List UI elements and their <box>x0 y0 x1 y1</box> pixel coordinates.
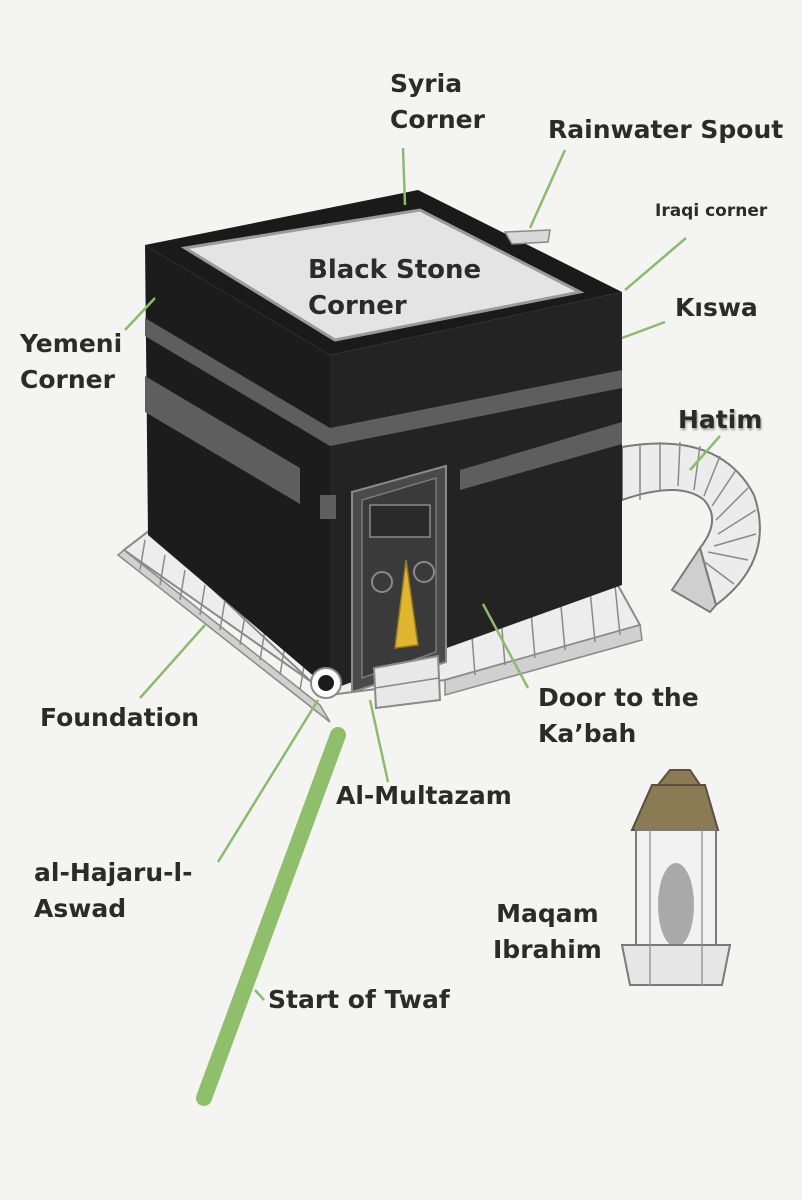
label-yemeni-corner: Yemeni Corner <box>20 326 122 398</box>
label-start-of-twaf: Start of Twaf <box>268 985 450 1014</box>
door-gold-plate <box>394 559 419 649</box>
label-al-multazam: Al-Multazam <box>336 781 512 810</box>
label-door-to-kaabah: Door to the Ka’bah <box>538 680 699 752</box>
leader-foundation <box>139 624 206 699</box>
label-door-line2: Ka’bah <box>538 719 637 748</box>
label-hajar-line1: al-Hajaru-l- <box>34 858 193 887</box>
black-stone <box>310 667 342 699</box>
leader-multazam <box>368 699 390 783</box>
label-syria-corner: Syria Corner <box>390 66 485 138</box>
label-door-line1: Door to the <box>538 683 699 712</box>
label-rainwater-spout: Rainwater Spout <box>548 115 784 144</box>
label-maqam-ibrahim: Maqam Ibrahim <box>493 896 602 968</box>
label-kiswa: Kıswa <box>675 293 758 322</box>
kiswa-band-right-top <box>330 370 622 446</box>
leader-iraqi <box>624 237 687 291</box>
label-hajar-line2: Aswad <box>34 894 127 923</box>
label-syria-corner-line1: Syria <box>390 69 463 98</box>
leader-door <box>481 603 530 689</box>
leader-hatim <box>689 435 721 471</box>
label-black-stone-corner: Black Stone Corner <box>308 252 481 324</box>
label-syria-corner-line2: Corner <box>390 105 485 134</box>
label-hatim: Hatim <box>678 405 763 434</box>
twaf-path <box>196 727 346 1106</box>
kiswa-band-left-lower <box>145 376 300 504</box>
hatim-wall <box>621 441 761 614</box>
kaaba-door <box>351 464 447 710</box>
maqam-ibrahim <box>620 769 732 986</box>
label-black-stone-corner-line2: Corner <box>308 291 407 321</box>
leader-kiswa <box>621 320 666 340</box>
label-foundation: Foundation <box>40 703 200 732</box>
label-yemeni-corner-line2: Corner <box>20 365 115 394</box>
leader-yemeni <box>124 297 156 331</box>
label-maqam-line2: Ibrahim <box>493 935 602 964</box>
door-steps <box>372 654 442 710</box>
kiswa-band-left-top <box>145 318 330 446</box>
leader-rainwater <box>528 149 567 229</box>
label-al-hajaru-l-aswad: al-Hajaru-l- Aswad <box>34 855 193 927</box>
kaaba-roof <box>180 208 585 342</box>
rainwater-spout <box>503 229 551 245</box>
kiswa-band-right-lower <box>460 422 622 490</box>
label-yemeni-corner-line1: Yemeni <box>20 329 123 358</box>
leader-hajar <box>216 699 320 863</box>
leader-syria <box>401 147 407 206</box>
leader-twaf <box>254 989 265 1001</box>
kiswa-band-marker <box>320 495 336 519</box>
label-black-stone-corner-line1: Black Stone <box>308 255 482 285</box>
label-maqam-line1: Maqam <box>496 899 599 928</box>
label-iraqi-corner: Iraqi corner <box>655 201 768 221</box>
leader-lines <box>124 147 721 1001</box>
